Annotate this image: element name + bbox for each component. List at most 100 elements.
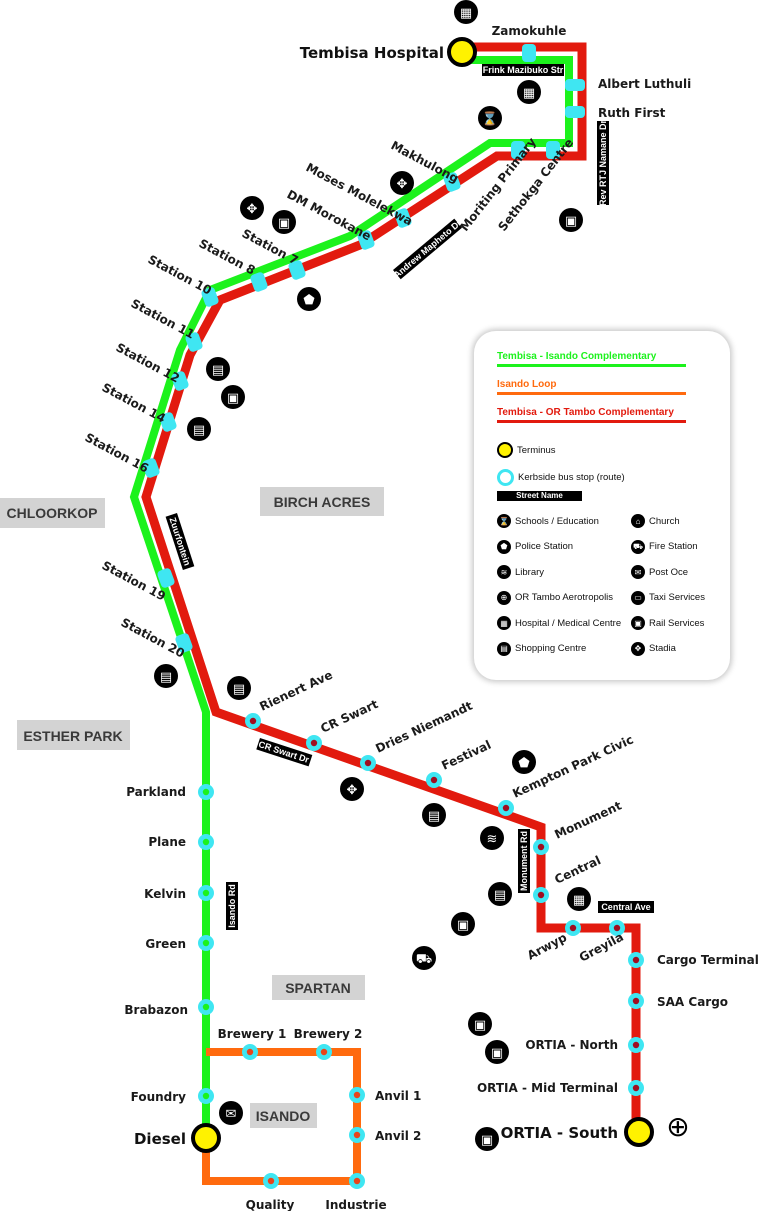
legend-street-name: Street Name [497,491,582,501]
suburb-spartan: SPARTAN [285,980,351,996]
bus-stop-brabazon[interactable] [198,999,214,1015]
bus-stop-arwyp[interactable] [565,920,581,936]
terminus-tembisa-hospital[interactable] [447,37,477,67]
legend-item-label: Post Oce [649,566,689,578]
stop-dot [502,804,510,812]
bus-stop-station-19[interactable] [156,567,175,589]
shopping-icon: ▤ [227,676,251,700]
terminus-ortia-south[interactable] [624,1117,654,1147]
stadium-icon: ✥ [631,641,645,656]
stop-dot [353,1177,361,1185]
stop-label-cr-swart: CR Swart [318,697,380,736]
bus-stop-cargo-terminal[interactable] [628,952,644,968]
school-icon: ⌛ [478,106,502,130]
bus-stop-cr-swart[interactable] [306,735,322,751]
legend-route-orange-line [497,392,686,395]
bus-stop-kempton-park-civic[interactable] [498,800,514,816]
stop-dot [353,1131,361,1139]
bus-stop-dm-morokane[interactable] [356,229,375,251]
bus-stop-makhulong[interactable] [442,171,461,193]
bus-stop-station-11[interactable] [184,331,203,353]
street-isando-rd: Isando Rd [227,884,237,928]
bus-stop-saa-cargo[interactable] [628,993,644,1009]
bus-stop-station-16[interactable] [141,457,160,479]
stop-label-quality: Quality [246,1198,295,1211]
stop-label-parkland: Parkland [126,785,186,799]
stop-label-brewery-2: Brewery 2 [294,1027,363,1041]
church-icon: ⌂ [631,514,645,528]
bus-stop-moriting-primary[interactable] [511,141,525,159]
legend-item-label: Library [515,566,545,578]
bus-stop-rienert-ave[interactable] [245,713,261,729]
bus-stop-station-7[interactable] [287,259,306,281]
stop-label-brabazon: Brabazon [124,1003,188,1017]
bus-stop-monument[interactable] [533,839,549,855]
bus-stop-albert-luthuli[interactable] [565,79,585,91]
svg-text:▤: ▤ [212,363,224,378]
bus-stop-quality[interactable] [263,1173,279,1189]
post-office-icon: ✉ [219,1101,243,1125]
red-route-line [141,42,641,1130]
legend-route-green-label: Tembisa - Isando Complementary [497,351,657,362]
green-route-line [129,56,573,1135]
bus-stop-station-20[interactable] [174,632,193,654]
bus-stop-station-12[interactable] [170,370,189,392]
svg-text:⬟: ⬟ [518,756,530,771]
legend-item-label: Stadia [649,643,676,654]
bus-stop-kelvin[interactable] [198,885,214,901]
stop-label-zamokuhle: Zamokuhle [492,24,567,38]
bus-stop-plane[interactable] [198,834,214,850]
bus-stop-moses-molelekwa[interactable] [393,207,412,229]
bus-stop-green[interactable] [198,935,214,951]
bus-stop-anvil-1[interactable] [349,1087,365,1103]
bus-stop-station-8[interactable] [249,271,268,293]
shopping-icon: ▤ [497,641,511,656]
bus-stop-greyila[interactable] [609,920,625,936]
legend-item-shopping: ▤ Shopping Centre [497,641,587,656]
bus-stop-brewery-1[interactable] [242,1044,258,1060]
fire-station-icon: ⛟ [412,946,436,970]
legend-bus-stop: Kerbside bus stop (route) [497,469,625,486]
bus-stop-station-14[interactable] [158,411,177,433]
street-frink-mazibuko: Frink Mazibuko Str [483,65,564,75]
stop-dot [537,891,545,899]
stop-label-station-12: Station 12 [114,340,182,385]
bus-stop-ruth-first[interactable] [565,106,585,118]
svg-text:▣: ▣ [227,391,239,406]
bus-stop-parkland[interactable] [198,784,214,800]
terminus-label-diesel: Diesel [134,1130,186,1148]
legend-item-hospital: ▦Hospital / Medical Centre [497,616,621,630]
stop-label-anvil-2: Anvil 2 [375,1129,421,1143]
shopping-icon: ▤ [422,803,446,827]
terminus-diesel[interactable] [191,1123,221,1153]
bus-stop-station-10[interactable] [200,286,219,308]
bus-stop-festival[interactable] [426,772,442,788]
suburbs: CHLOORKOP BIRCH ACRES ESTHER PARK SPARTA… [0,487,384,1128]
bus-stop-dries-niemandt[interactable] [360,755,376,771]
legend-route-orange: Isando Loop [497,379,686,395]
stop-dot [632,956,640,964]
stadium-icon: ✥ [390,171,414,195]
shopping-icon: ▤ [488,882,512,906]
bus-stop-anvil-2[interactable] [349,1127,365,1143]
bus-stop-sethokga-centre[interactable] [546,141,560,159]
termini: Tembisa Hospital Diesel ORTIA - South [134,37,654,1153]
svg-text:▣: ▣ [474,1018,486,1033]
bus-stop-ortia-north[interactable] [628,1037,644,1053]
legend-item-label: Shopping Centre [515,643,587,654]
bus-stop-central[interactable] [533,887,549,903]
svg-text:▤: ▤ [193,423,205,438]
bus-stop-ortia-mid-terminal[interactable] [628,1080,644,1096]
stop-dot [267,1177,275,1185]
bus-stop-brewery-2[interactable] [316,1044,332,1060]
street-monument-rd: Monument Rd [519,831,529,891]
bus-stop-industrie[interactable] [349,1173,365,1189]
bus-stop-foundry[interactable] [198,1088,214,1104]
stop-dot [613,924,621,932]
taxi-icon: ▭ [631,590,645,605]
svg-text:✥: ✥ [247,202,258,217]
stop-label-green: Green [145,937,186,951]
police-icon: ⬟ [297,287,321,311]
bus-stop-zamokuhle[interactable] [522,44,536,62]
